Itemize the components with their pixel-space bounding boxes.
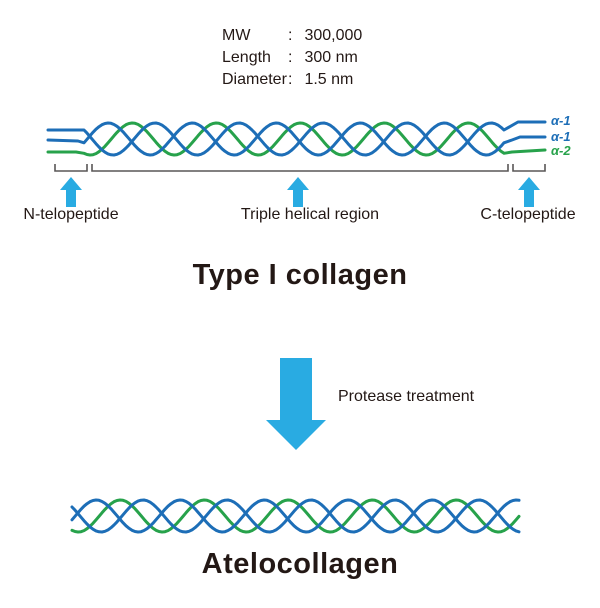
type-i-collagen-helix: [46, 120, 547, 157]
chain-label-alpha2: α-2: [551, 143, 571, 158]
chain-label-alpha1-mid: α-1: [551, 129, 571, 144]
spec-colon: :: [288, 27, 293, 44]
n-telopeptide-label: N-telopeptide: [23, 206, 119, 223]
c-telopeptide-arrow-icon: [518, 177, 540, 207]
spec-value: 300,000: [304, 27, 363, 44]
c-telopeptide-label: C-telopeptide: [480, 206, 576, 223]
atelocollagen-title: Atelocollagen: [201, 548, 399, 580]
spec-value: 1.5 nm: [304, 71, 354, 88]
spec-row-diameter: Diameter:1.5 nm: [222, 71, 362, 93]
type-i-collagen-title: Type I collagen: [192, 259, 408, 291]
alpha1-strand-1-bottom: [70, 498, 521, 534]
alpha1-strand-2-bottom: [70, 498, 521, 534]
spec-colon: :: [288, 49, 293, 66]
n-telopeptide-arrow-icon: [60, 177, 82, 207]
molecule-specs: MW:300,000 Length:300 nm Diameter:1.5 nm: [222, 27, 362, 93]
spec-value: 300 nm: [304, 49, 358, 66]
spec-colon: :: [288, 71, 293, 88]
region-pointer-arrows: [60, 177, 540, 207]
c-telopeptide-bracket: [512, 164, 546, 172]
spec-row-mw: MW:300,000: [222, 27, 362, 49]
triple-helical-bracket: [91, 164, 509, 172]
spec-row-length: Length:300 nm: [222, 49, 362, 71]
atelocollagen-helix: [70, 498, 521, 534]
n-telopeptide-bracket: [54, 164, 88, 172]
alpha1-strand-2-top: [46, 121, 547, 157]
protease-down-arrow-icon: [266, 358, 326, 450]
protease-treatment-label: Protease treatment: [338, 388, 475, 405]
triple-helical-region-label: Triple helical region: [240, 206, 380, 223]
spec-label: Length: [222, 49, 271, 66]
spec-label: Diameter: [222, 71, 287, 88]
spec-label: MW: [222, 27, 251, 44]
chain-label-alpha1-top: α-1: [551, 113, 571, 128]
triple-helical-arrow-icon: [287, 177, 309, 207]
alpha1-strand-1-top: [46, 120, 547, 157]
region-brackets: [54, 164, 546, 172]
